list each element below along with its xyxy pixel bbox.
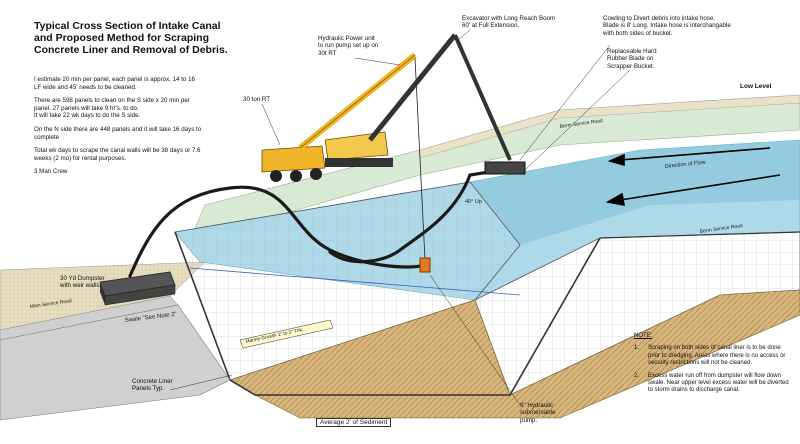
flow-label: Direction of Flow [665, 160, 706, 170]
note-item: 2. Excess water run off from dumpster wi… [634, 372, 789, 394]
excavator [324, 33, 526, 175]
excavator-label: Excavator with Long Reach Boom 60' at Fu… [462, 15, 556, 30]
dumpster-label: 30 Yd Dumpster with weir walls [60, 275, 105, 290]
angle-label: 40° Up [465, 199, 482, 205]
canal-section-outline [174, 231, 601, 396]
crane-30-ton-rt [261, 52, 426, 261]
marine-growth-callout [239, 319, 334, 349]
note-line: It will take 22 wk days to do the S side… [34, 112, 141, 120]
note-box: NOTE: 1. Scraping on both sides of canal… [634, 333, 794, 395]
cowling-label: Cowling to Divert debris into intake hos… [603, 15, 731, 37]
low-level-label: Low Level [740, 83, 772, 90]
main-road-label: Main Service Road [29, 298, 72, 310]
note-line: On the N side there are 448 panels and i… [34, 125, 202, 141]
estimate-notes: I estimate 20 min per panel, each panel … [34, 76, 202, 182]
diagram-title: Typical Cross Section of Intake Canal an… [34, 20, 228, 56]
leader-lines [169, 29, 631, 406]
canal-section-outline-right [599, 231, 800, 239]
sediment-label: Average 2' of Sediment [316, 418, 392, 427]
liner-label: Concrete Liner Panels Typ. [132, 378, 173, 393]
left-wall-block [0, 304, 231, 421]
note-line: Total wk days to scrape the canal walls … [34, 147, 201, 162]
flow-arrows [605, 147, 781, 207]
water-level-line [189, 267, 521, 296]
note-line: 3 Man Crew [34, 168, 68, 176]
note-heading: NOTE: [634, 333, 653, 339]
canal-water-far [470, 140, 800, 245]
note-line: I estimate 20 min per panel, each panel … [34, 76, 195, 91]
blade-label: Replaceable Hard Rubber Blade on Scrappe… [607, 48, 657, 70]
note-line: There are 598 panels to clean on the S s… [34, 97, 190, 112]
hydraulic-power-label: Hydraulic Power unit to run pump set up … [318, 35, 379, 57]
dumpster [99, 271, 176, 306]
note-item: 1. Scraping on both sides of canal liner… [634, 345, 786, 367]
pump-label: 6" Hydraulic submersable pump. [520, 402, 556, 424]
submersible-pump [419, 257, 431, 273]
crane-label: 30 ton RT [243, 96, 271, 103]
sediment-far [254, 289, 800, 419]
scraper-bucket [484, 161, 526, 175]
